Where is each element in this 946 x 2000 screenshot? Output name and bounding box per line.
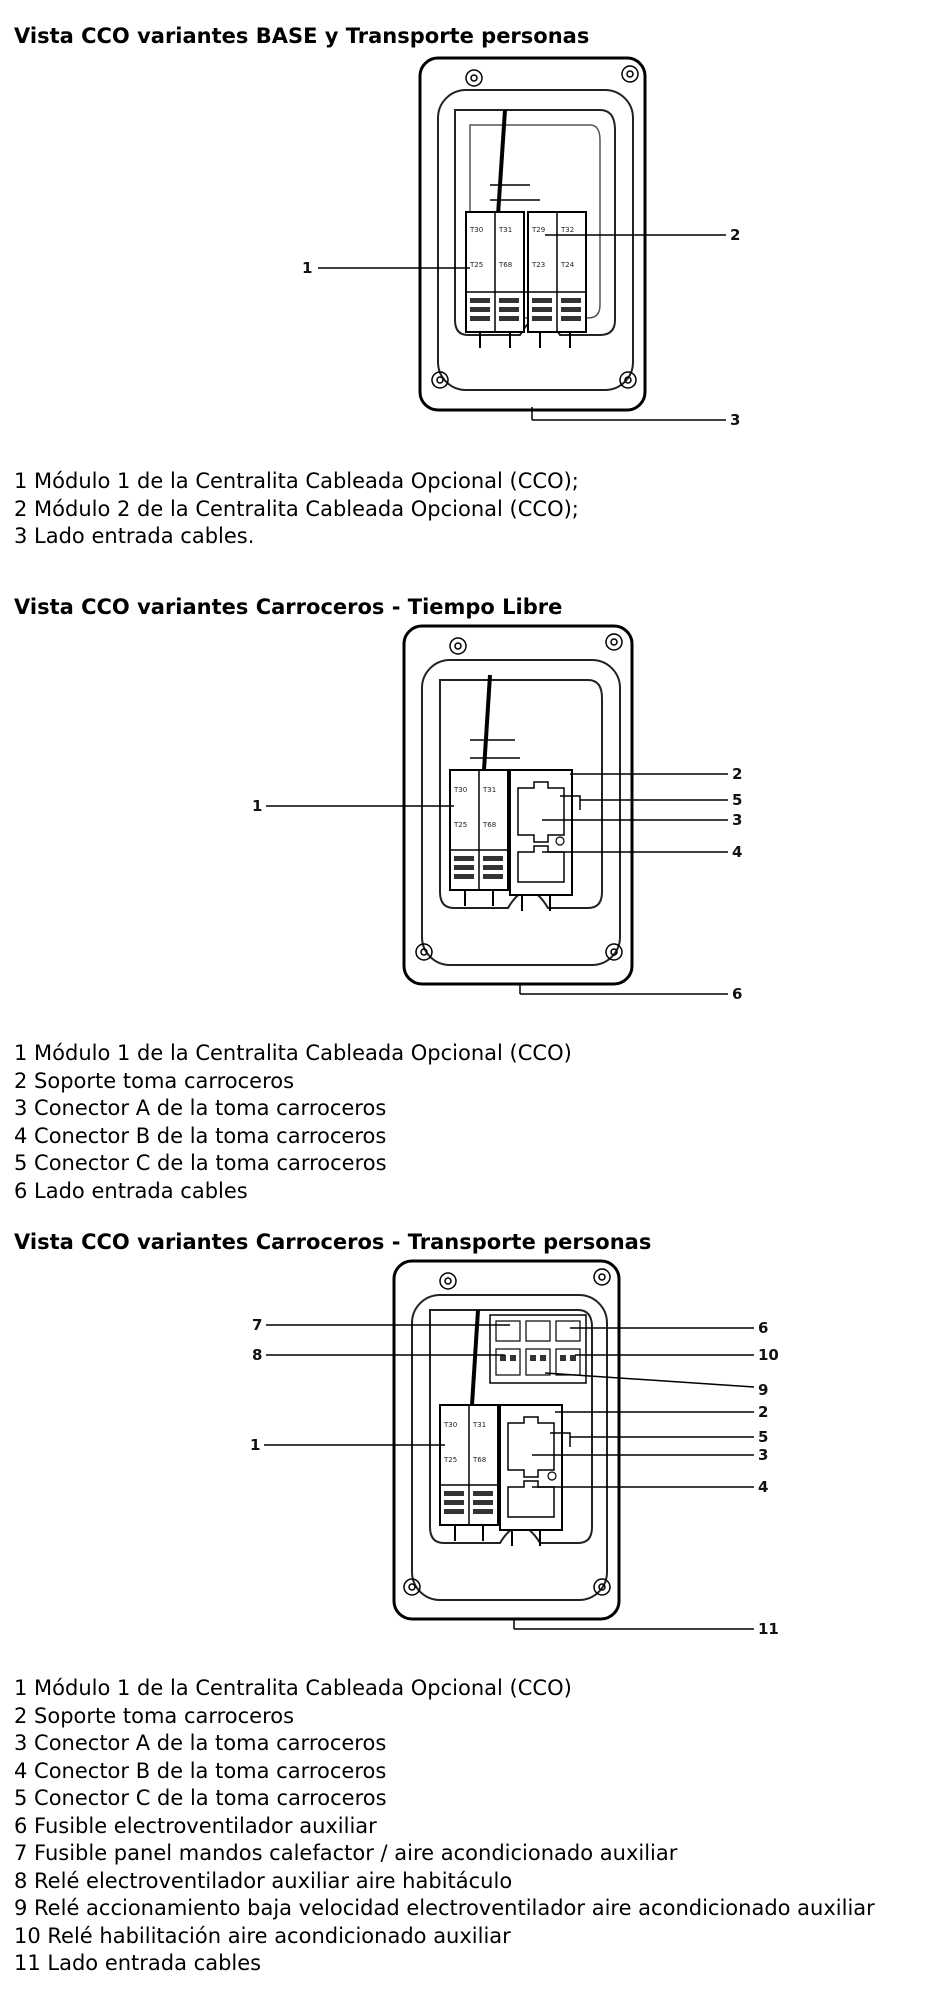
legend-item: 6 Fusible electroventilador auxiliar bbox=[14, 1813, 377, 1838]
callout-number: 5 bbox=[758, 1428, 768, 1446]
callout-number: 4 bbox=[758, 1478, 768, 1496]
callout-number: 11 bbox=[758, 1620, 779, 1638]
callout-number: 6 bbox=[758, 1319, 768, 1337]
legend-item: 5 Conector C de la toma carroceros bbox=[14, 1786, 387, 1810]
fuse-label: T68 bbox=[498, 261, 512, 269]
fuse-label: T31 bbox=[482, 786, 496, 794]
legend-item: 8 Relé electroventilador auxiliar aire h… bbox=[14, 1868, 513, 1893]
section-title: Vista CCO variantes Carroceros - Tiempo … bbox=[14, 595, 563, 619]
legend-item: 7 Fusible panel mandos calefactor / aire… bbox=[14, 1841, 678, 1865]
callout-number: 8 bbox=[252, 1346, 262, 1364]
legend-item: 1 Módulo 1 de la Centralita Cableada Opc… bbox=[14, 1041, 572, 1065]
fuse-label: T25 bbox=[453, 821, 467, 829]
section-title: Vista CCO variantes BASE y Transporte pe… bbox=[14, 24, 590, 48]
callout-number: 3 bbox=[730, 411, 740, 429]
fuse-label: T68 bbox=[472, 1456, 486, 1464]
fuse-label: T24 bbox=[560, 261, 575, 269]
legend-item: 2 Soporte toma carroceros bbox=[14, 1703, 295, 1728]
callout-number: 5 bbox=[732, 791, 742, 809]
fuse-label: T23 bbox=[531, 261, 545, 269]
fuse-label: T30 bbox=[453, 786, 467, 794]
fuse-label: T29 bbox=[531, 226, 545, 234]
callout-number: 1 bbox=[252, 797, 262, 815]
cco-diagram-base: T30 T31 T29 T32 T25 T68 T23 T24 1 2 3 bbox=[302, 56, 740, 429]
fuse-label: T32 bbox=[560, 226, 574, 234]
cco-diagram-transporte-personas: T30 T31 T25 T68 7 8 6 10 9 2 1 5 3 4 11 bbox=[250, 1259, 779, 1638]
callout-number: 1 bbox=[250, 1436, 260, 1454]
cco-diagram-tiempo-libre: T30 T31 T25 T68 1 2 5 3 4 6 bbox=[252, 624, 742, 1003]
callout-number: 9 bbox=[758, 1381, 768, 1399]
fuse-label: T68 bbox=[482, 821, 496, 829]
legend-item: 11 Lado entrada cables bbox=[14, 1951, 262, 1975]
fuse-label: T31 bbox=[498, 226, 512, 234]
section-title: Vista CCO variantes Carroceros - Transpo… bbox=[14, 1230, 652, 1254]
fuse-label: T25 bbox=[443, 1456, 457, 1464]
legend-item: 5 Conector C de la toma carroceros bbox=[14, 1151, 387, 1175]
legend-item: 1 Módulo 1 de la Centralita Cableada Opc… bbox=[14, 469, 579, 493]
fuse-label: T25 bbox=[469, 261, 483, 269]
legend-item: 3 Conector A de la toma carroceros bbox=[14, 1096, 387, 1120]
legend-item: 4 Conector B de la toma carroceros bbox=[14, 1123, 387, 1148]
callout-number: 7 bbox=[252, 1316, 262, 1334]
legend-item: 6 Lado entrada cables bbox=[14, 1178, 248, 1203]
callout-number: 6 bbox=[732, 985, 742, 1003]
legend-item: 9 Relé accionamiento baja velocidad elec… bbox=[14, 1896, 875, 1920]
callout-number: 4 bbox=[732, 843, 742, 861]
fuse-label: T30 bbox=[469, 226, 483, 234]
legend-item: 2 Soporte toma carroceros bbox=[14, 1068, 295, 1093]
legend-list: 1 Módulo 1 de la Centralita Cableada Opc… bbox=[14, 468, 579, 551]
callout-number: 10 bbox=[758, 1346, 779, 1364]
legend-item: 4 Conector B de la toma carroceros bbox=[14, 1758, 387, 1783]
legend-item: 1 Módulo 1 de la Centralita Cableada Opc… bbox=[14, 1676, 572, 1700]
callout-number: 2 bbox=[758, 1403, 768, 1421]
legend-item: 3 Conector A de la toma carroceros bbox=[14, 1731, 387, 1755]
callout-number: 3 bbox=[758, 1446, 768, 1464]
fuse-label: T30 bbox=[443, 1421, 457, 1429]
fuse-label: T31 bbox=[472, 1421, 486, 1429]
legend-item: 10 Relé habilitación aire acondicionado … bbox=[14, 1923, 511, 1948]
callout-number: 3 bbox=[732, 811, 742, 829]
legend-item: 2 Módulo 2 de la Centralita Cableada Opc… bbox=[14, 496, 579, 521]
legend-list: 1 Módulo 1 de la Centralita Cableada Opc… bbox=[14, 1675, 875, 1978]
callout-number: 2 bbox=[732, 765, 742, 783]
legend-list: 1 Módulo 1 de la Centralita Cableada Opc… bbox=[14, 1040, 572, 1205]
callout-number: 1 bbox=[302, 259, 312, 277]
legend-item: 3 Lado entrada cables. bbox=[14, 524, 255, 548]
callout-number: 2 bbox=[730, 226, 740, 244]
